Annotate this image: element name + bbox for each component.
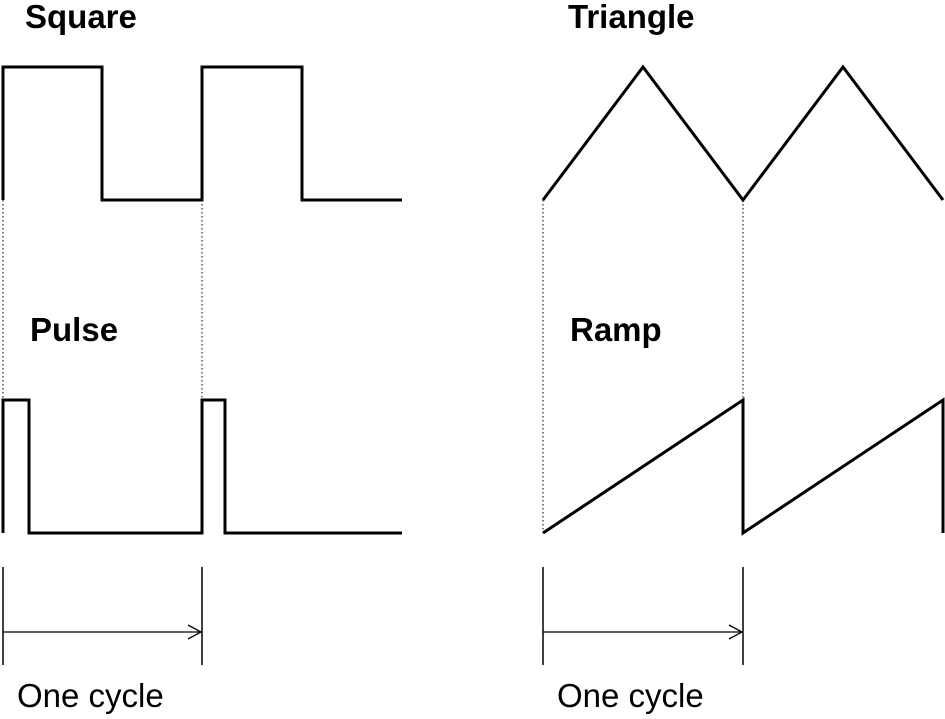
ramp-wave [542, 397, 945, 536]
right-cycle-label: One cycle [557, 677, 704, 714]
right-cycle-marker [542, 567, 744, 665]
triangle-wave [541, 64, 945, 203]
pulse-wave [1, 398, 402, 535]
left-cycle-arrowhead [187, 624, 203, 640]
pulse-title: Pulse [30, 311, 118, 348]
square-wave [1, 65, 402, 202]
square-title: Square [25, 0, 137, 35]
left-cycle-label: One cycle [17, 677, 164, 714]
right-cycle-arrowhead [728, 624, 744, 640]
left-cycle-marker [2, 567, 203, 665]
ramp-title: Ramp [570, 311, 662, 348]
triangle-title: Triangle [568, 0, 695, 35]
